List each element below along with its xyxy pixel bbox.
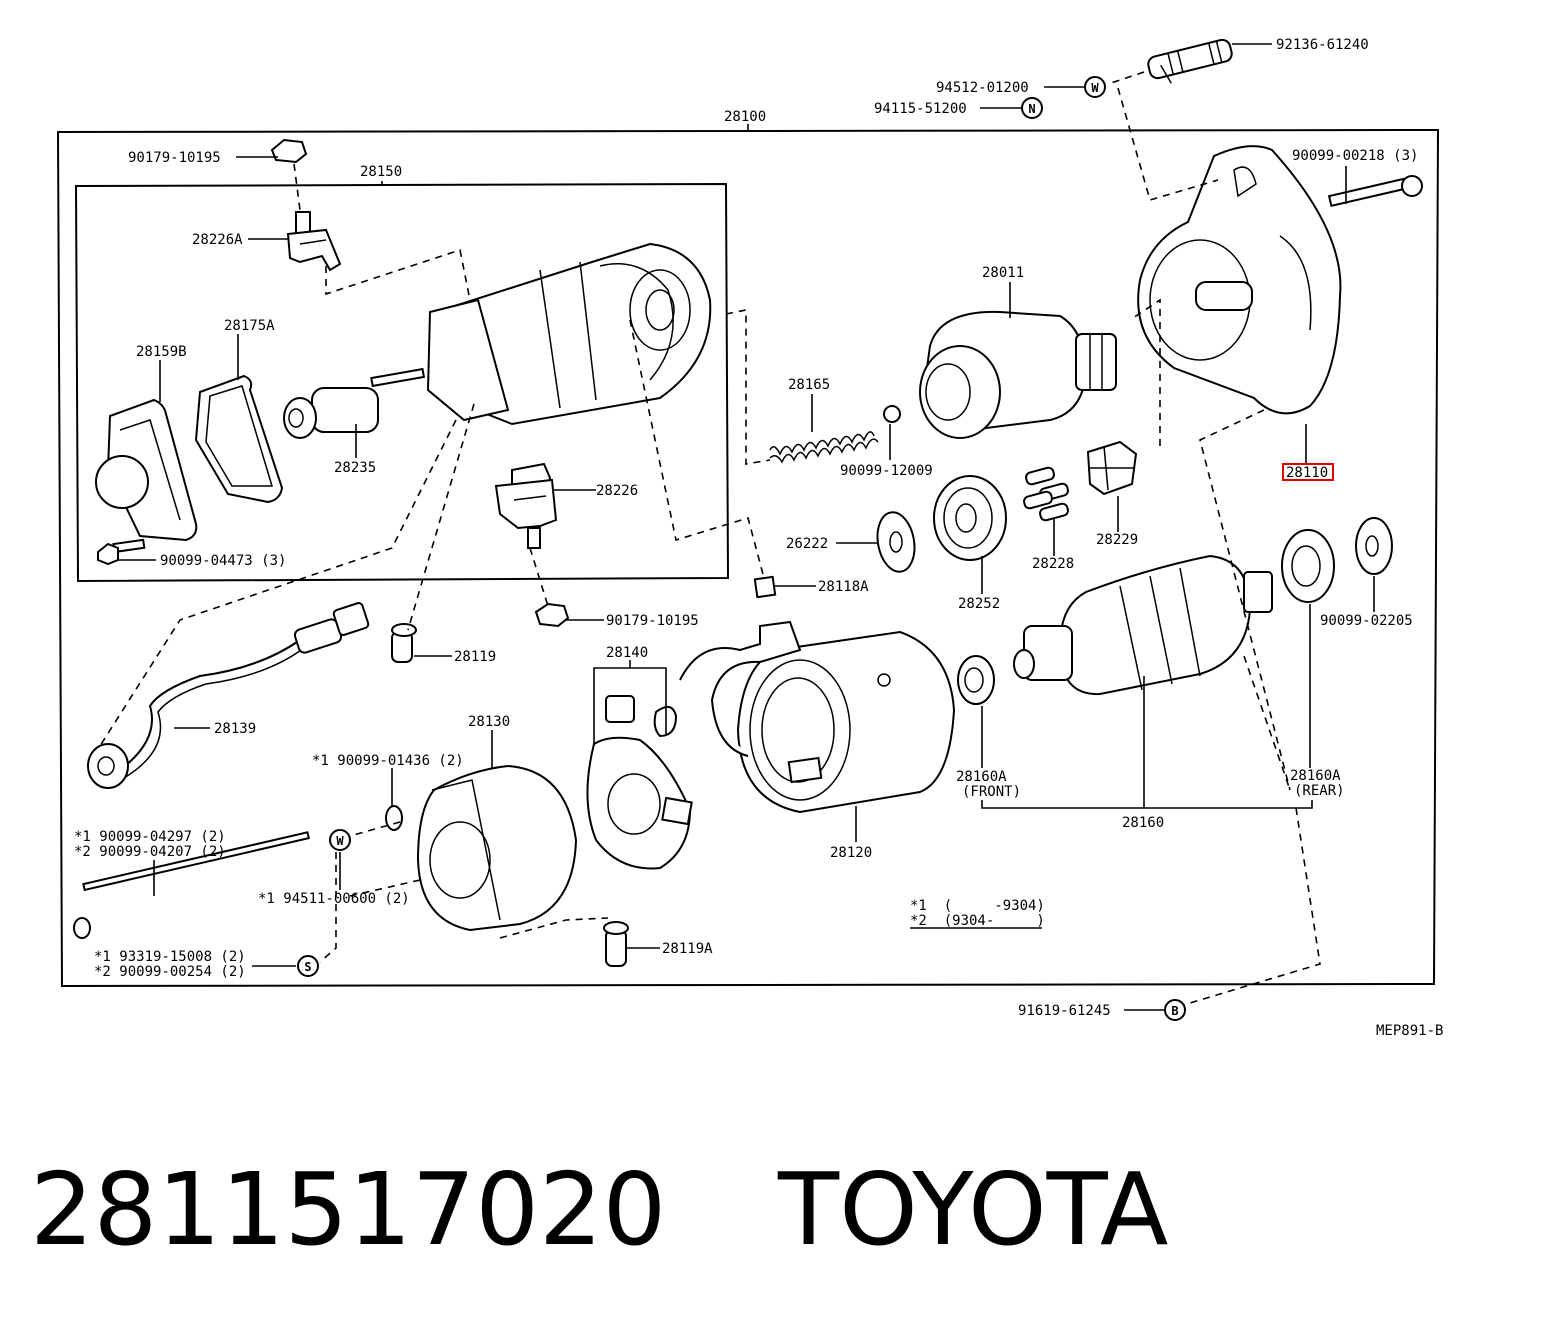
terminal-28226a-drawing (286, 211, 342, 272)
label-28165: 28165 (788, 377, 830, 393)
lead-wire-28139-drawing (87, 602, 370, 789)
label-94115-51200: 94115-51200 (874, 101, 967, 117)
gear-28252-drawing (933, 475, 1007, 561)
through-bolt-drawing (73, 831, 310, 939)
bolt-00218-drawing (1327, 175, 1423, 208)
circle-n-top: N (1021, 97, 1043, 119)
svg-text:S: S (304, 960, 311, 974)
nut-mid-drawing (534, 602, 570, 628)
svg-text:W: W (336, 834, 344, 848)
steel-ball-drawing (883, 405, 901, 423)
part-number: 2811517020 (30, 1151, 667, 1268)
label-28110: 28110 (1286, 465, 1328, 481)
label-91619-61245: 91619-61245 (1018, 1003, 1111, 1019)
parts-diagram: W N W S B 28100 28150 92136-61240 94512-… (56, 37, 1443, 1039)
label-note-1: *1 ( -9304) (910, 898, 1045, 914)
bushing-28119-drawing (391, 623, 417, 663)
label-28252: 28252 (958, 596, 1000, 612)
label-28235: 28235 (334, 460, 376, 476)
label-28160: 28160 (1122, 815, 1164, 831)
yoke-28120-drawing (679, 620, 956, 814)
label-assembly: 28100 (724, 109, 766, 125)
label-28119: 28119 (454, 649, 496, 665)
leader-lines (118, 43, 1375, 1011)
label-diagram-code: MEP891-B (1376, 1023, 1443, 1039)
label-90099-01436: *1 90099-01436 (2) (312, 753, 464, 769)
bearing-rear-drawing (1281, 529, 1335, 603)
label-90099-00254: *2 90099-00254 (2) (94, 964, 246, 980)
label-28119a: 28119A (662, 941, 713, 957)
label-28159b: 28159B (136, 344, 187, 360)
label-28120: 28120 (830, 845, 872, 861)
brush-holder-28140-drawing (586, 695, 693, 870)
label-rear: (REAR) (1294, 783, 1345, 799)
label-90099-04473: 90099-04473 (3) (160, 553, 286, 569)
label-front: (FRONT) (962, 784, 1021, 800)
label-28011: 28011 (982, 265, 1024, 281)
bushing-28119a-drawing (603, 921, 629, 967)
retainer-28229-drawing (1086, 440, 1138, 496)
nut-28118a-drawing (753, 575, 777, 599)
label-90179-10195-top: 90179-10195 (128, 150, 221, 166)
clutch-28011-drawing (919, 310, 1117, 439)
label-93319-15008: *1 93319-15008 (2) (94, 949, 246, 965)
label-note-2: *2 (9304- ) (910, 913, 1045, 929)
svg-text:N: N (1028, 102, 1035, 116)
armature-28160-drawing (1013, 554, 1273, 696)
gasket-28175a-drawing (194, 374, 284, 504)
cover-28159b-drawing (95, 398, 198, 542)
label-28175a: 28175A (224, 318, 275, 334)
label-94511-00600: *1 94511-00600 (2) (258, 891, 410, 907)
nut-top-drawing (270, 138, 308, 164)
brand-name: TOYOTA (778, 1151, 1169, 1268)
label-subassembly: 28150 (360, 164, 402, 180)
label-28160a-front: 28160A (956, 769, 1007, 785)
end-frame-28130-drawing (416, 764, 578, 932)
circle-w-top: W (1084, 76, 1106, 98)
svg-text:W: W (1091, 81, 1099, 95)
o-ring-01436-drawing (385, 805, 403, 831)
spring-28165-drawing (769, 431, 879, 464)
label-26222: 26222 (786, 536, 828, 552)
label-90099-00218: 90099-00218 (3) (1292, 148, 1418, 164)
subassembly-frame-28150 (74, 182, 730, 583)
assembly-frame-28100 (56, 128, 1440, 988)
housing-28110-drawing (1137, 145, 1342, 415)
label-28130: 28130 (468, 714, 510, 730)
label-28226a: 28226A (192, 232, 243, 248)
label-28226: 28226 (596, 483, 638, 499)
label-90179-10195-mid: 90179-10195 (606, 613, 699, 629)
label-92136-61240: 92136-61240 (1276, 37, 1369, 53)
stud-bolt-drawing (1147, 38, 1233, 84)
circle-w-left: W (329, 829, 351, 851)
washer-02205-drawing (1355, 517, 1393, 575)
label-90099-12009: 90099-12009 (840, 463, 933, 479)
solenoid-housing-drawing (426, 242, 712, 426)
washer-26222-drawing (876, 511, 916, 573)
svg-text:B: B (1171, 1004, 1178, 1018)
dashed-assembly-lines (99, 71, 1321, 1007)
terminal-28226-drawing (494, 462, 558, 549)
footer-title: 2811517020 TOYOTA (30, 1150, 1168, 1270)
label-28139: 28139 (214, 721, 256, 737)
label-94512-01200: 94512-01200 (936, 80, 1029, 96)
plunger-28235-drawing (283, 367, 426, 439)
circle-s-left: S (297, 955, 319, 977)
circle-b-bottom: B (1164, 999, 1186, 1021)
label-28118a: 28118A (818, 579, 869, 595)
rollers-28228-drawing (1023, 466, 1069, 522)
label-90099-04297: *1 90099-04297 (2) (74, 829, 226, 845)
highlight-box-28110 (1282, 463, 1334, 481)
label-28160a-rear: 28160A (1290, 768, 1341, 784)
bearing-front-drawing (957, 655, 995, 705)
label-28228: 28228 (1032, 556, 1074, 572)
label-90099-02205: 90099-02205 (1320, 613, 1413, 629)
label-28140: 28140 (606, 645, 648, 661)
label-90099-04207: *2 90099-04207 (2) (74, 844, 226, 860)
label-28229: 28229 (1096, 532, 1138, 548)
